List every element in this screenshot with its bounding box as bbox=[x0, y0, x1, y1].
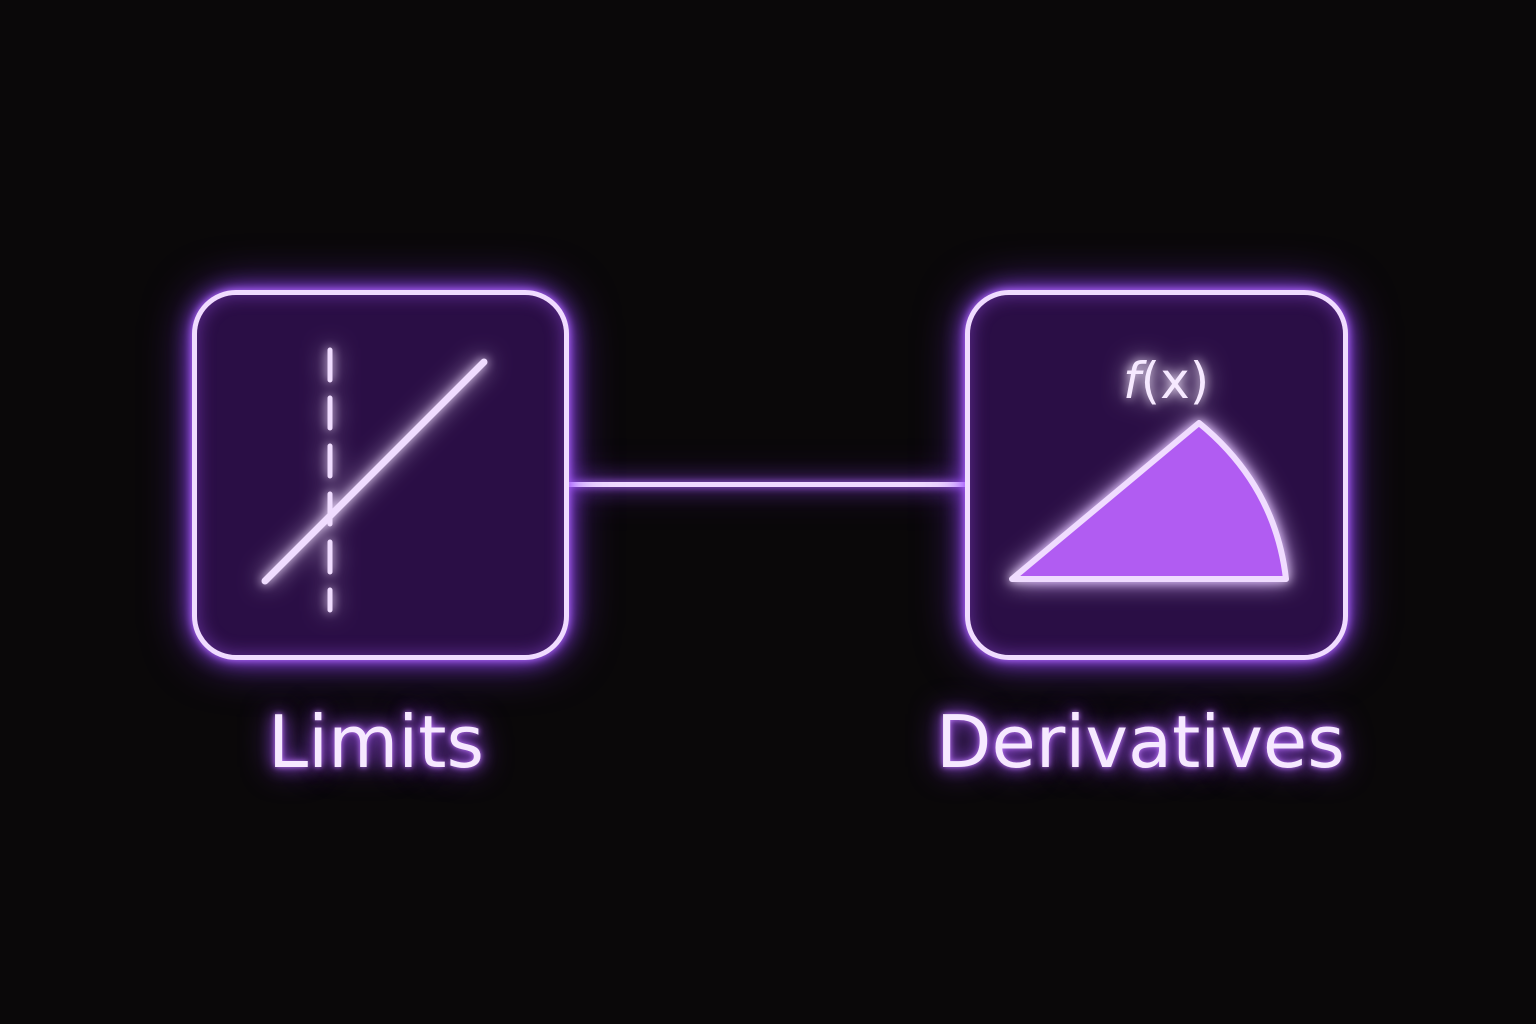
fx-text: f(x) bbox=[1123, 352, 1209, 410]
function-curve-area-icon: f(x) bbox=[1009, 352, 1289, 582]
limits-label: Limits bbox=[268, 700, 484, 784]
secant-line bbox=[261, 358, 488, 585]
area-under-curve-shape bbox=[1009, 420, 1289, 582]
secant-asymptote-icon bbox=[261, 347, 488, 613]
derivatives-label: Derivatives bbox=[936, 700, 1345, 784]
connector-line bbox=[567, 482, 967, 487]
limits-node-box bbox=[192, 290, 569, 660]
fx-args: (x) bbox=[1141, 352, 1210, 410]
derivatives-node-box: f(x) bbox=[965, 290, 1348, 660]
